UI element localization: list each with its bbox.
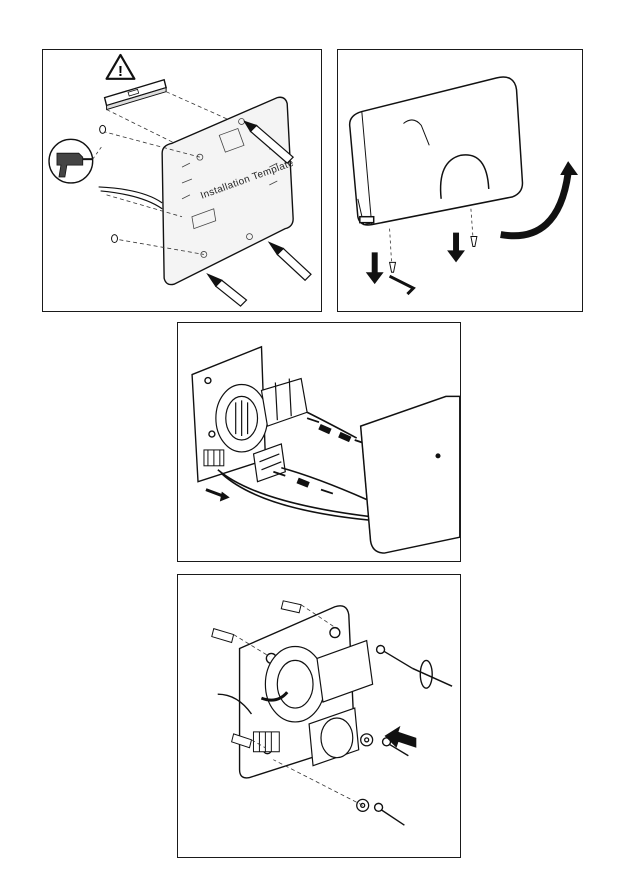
plug-connector bbox=[297, 424, 352, 488]
screw-icon bbox=[390, 237, 477, 273]
step-2-panel bbox=[337, 49, 583, 312]
dryer-cover bbox=[350, 77, 523, 225]
step-3-illustration bbox=[178, 323, 460, 561]
wall-plug-icon bbox=[100, 125, 118, 242]
allen-key-icon bbox=[390, 276, 414, 294]
spirit-level-icon bbox=[105, 80, 167, 110]
step-1-panel: ! Installation Template bbox=[42, 49, 322, 312]
terminal-block bbox=[204, 450, 224, 466]
arrow-down-icon bbox=[366, 233, 465, 285]
power-cable bbox=[99, 187, 163, 209]
step-1-illustration: ! Installation Template bbox=[43, 50, 321, 311]
installation-template: Installation Template bbox=[162, 97, 295, 284]
arrow-icon bbox=[206, 490, 222, 496]
step-4-illustration bbox=[178, 575, 460, 857]
step-3-panel bbox=[177, 322, 461, 562]
dryer-cover bbox=[361, 396, 460, 553]
svg-text:!: ! bbox=[118, 64, 123, 80]
terminal-block bbox=[253, 732, 279, 752]
washer-icon bbox=[357, 734, 373, 811]
step-4-panel bbox=[177, 574, 461, 858]
warning-triangle-icon: ! bbox=[107, 55, 135, 80]
drill-icon bbox=[49, 139, 103, 183]
step-2-illustration bbox=[338, 50, 582, 311]
